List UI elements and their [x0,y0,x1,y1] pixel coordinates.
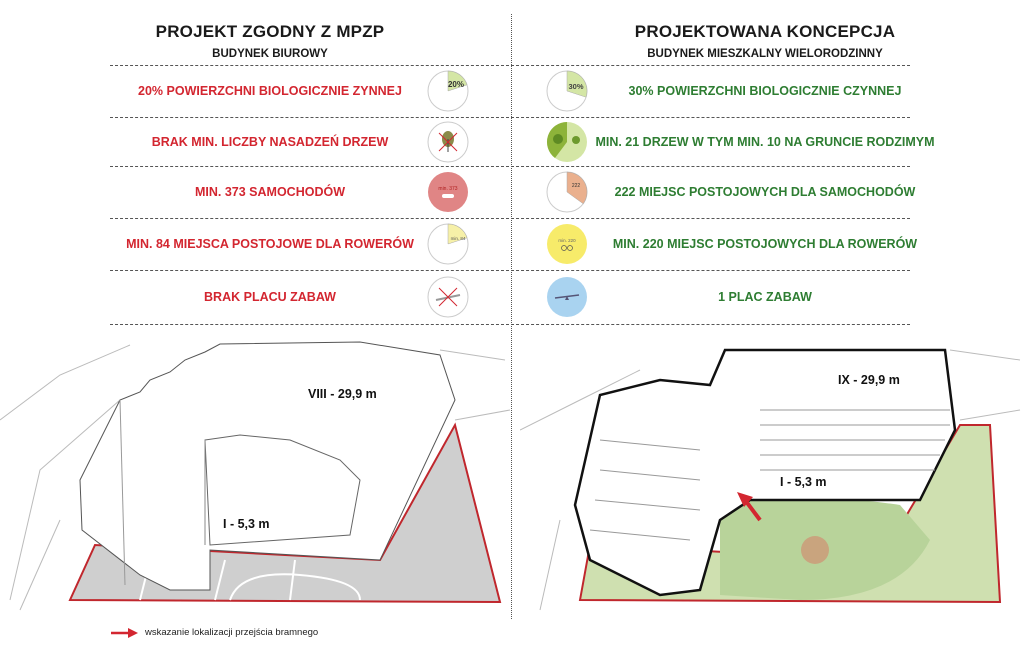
left-site-illustration [0,341,510,611]
bike-pie-icon: min. 84 [427,223,469,265]
row-divider [110,218,910,219]
trees-circle-icon [547,122,587,162]
pie-20-icon: 20% [427,70,469,112]
car-circle-icon: min. 373 [428,172,468,212]
right-title: PROJEKTOWANA KONCEPCJA [634,22,896,41]
left-row-text: 20% POWIERZCHNI BIOLOGICZNIE ZYNNEJ [138,84,402,98]
seesaw-circle-icon [547,277,587,317]
bike-circle-icon: min. 220 [547,224,587,264]
row-divider [110,324,910,325]
bike-label: min. 84 [451,236,466,241]
car-label: min. 373 [438,186,457,192]
left-subtitle: BUDYNEK BIUROWY [212,48,328,60]
right-height-main: IX - 29,9 m [838,373,900,387]
right-row-text: 1 PLAC ZABAW [718,290,812,304]
left-row-text: BRAK PLACU ZABAW [204,290,336,304]
pie-label: 30% [568,82,583,91]
row-divider [110,117,910,118]
left-height-main: VIII - 29,9 m [308,387,377,401]
crossed-tree-icon [427,121,469,163]
right-row-text: MIN. 220 MIEJSC POSTOJOWYCH DLA ROWERÓW [612,237,918,251]
row-divider [110,270,910,271]
left-title: PROJEKT ZGODNY Z MPZP [155,22,385,41]
right-row-text: 30% POWIERZCHNI BIOLOGICZNIE CZYNNEJ [628,84,902,98]
left-row-text: BRAK MIN. LICZBY NASADZEŃ DRZEW [151,135,389,149]
left-height-low: I - 5,3 m [223,517,270,531]
column-divider [511,14,512,619]
bike-label: min. 220 [558,238,576,243]
legend-text: wskazanie lokalizacji przejścia bramnego [145,627,319,638]
car-pie-icon: 222 [546,171,588,213]
right-site-illustration [520,348,1021,611]
left-row-text: MIN. 373 SAMOCHODÓW [194,185,345,199]
left-row-text: MIN. 84 MIEJSCA POSTOJOWE DLA ROWERÓW [126,237,414,251]
right-row-text: MIN. 21 DRZEW W TYM MIN. 10 NA GRUNCIE R… [595,135,935,149]
right-height-low: I - 5,3 m [780,475,827,489]
right-subtitle: BUDYNEK MIESZKALNY WIELORODZINNY [647,48,883,60]
car-label: 222 [572,183,581,189]
row-divider [110,65,910,66]
row-divider [110,166,910,167]
red-arrow-icon [111,628,138,638]
right-row-text: 222 MIEJSC POSTOJOWYCH DLA SAMOCHODÓW [614,185,916,199]
pie-30-icon: 30% [546,70,588,112]
crossed-seesaw-icon [427,276,469,318]
pie-label: 20% [448,80,464,89]
